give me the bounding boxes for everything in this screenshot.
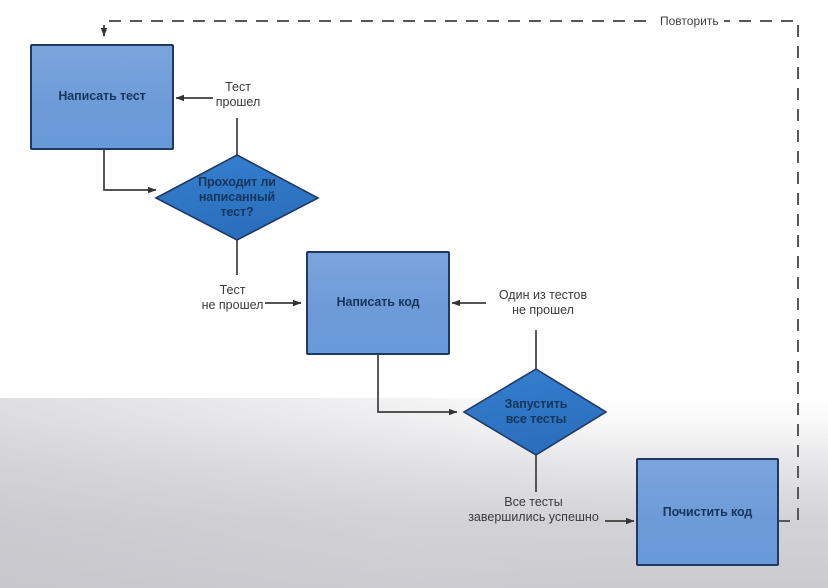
edge-label-test-passed: Тест прошел bbox=[215, 80, 261, 109]
connector-decision-to-write-test bbox=[175, 94, 238, 155]
connector-write-test-to-decision bbox=[103, 149, 157, 194]
loop-label-repeat: Повторить bbox=[655, 14, 724, 28]
connector-run-tests-to-write-code bbox=[451, 299, 537, 370]
edge-label-one-test-failed: Один из тестов не прошел bbox=[498, 288, 588, 317]
connector-run-tests-to-clean-code bbox=[535, 455, 635, 525]
node-write-code[interactable] bbox=[306, 251, 450, 355]
connector-decision-to-write-code bbox=[236, 240, 302, 307]
connector-write-code-to-run-tests bbox=[377, 354, 458, 416]
edge-label-test-failed: Тест не прошел bbox=[201, 283, 264, 312]
node-test-passes-decision[interactable] bbox=[154, 154, 320, 241]
node-write-test[interactable] bbox=[30, 44, 174, 150]
connector-loop-repeat bbox=[100, 20, 799, 522]
node-clean-code[interactable] bbox=[636, 458, 779, 566]
node-run-tests-decision[interactable] bbox=[462, 368, 608, 456]
edge-label-all-tests-passed: Все тесты завершились успешно bbox=[468, 495, 599, 524]
